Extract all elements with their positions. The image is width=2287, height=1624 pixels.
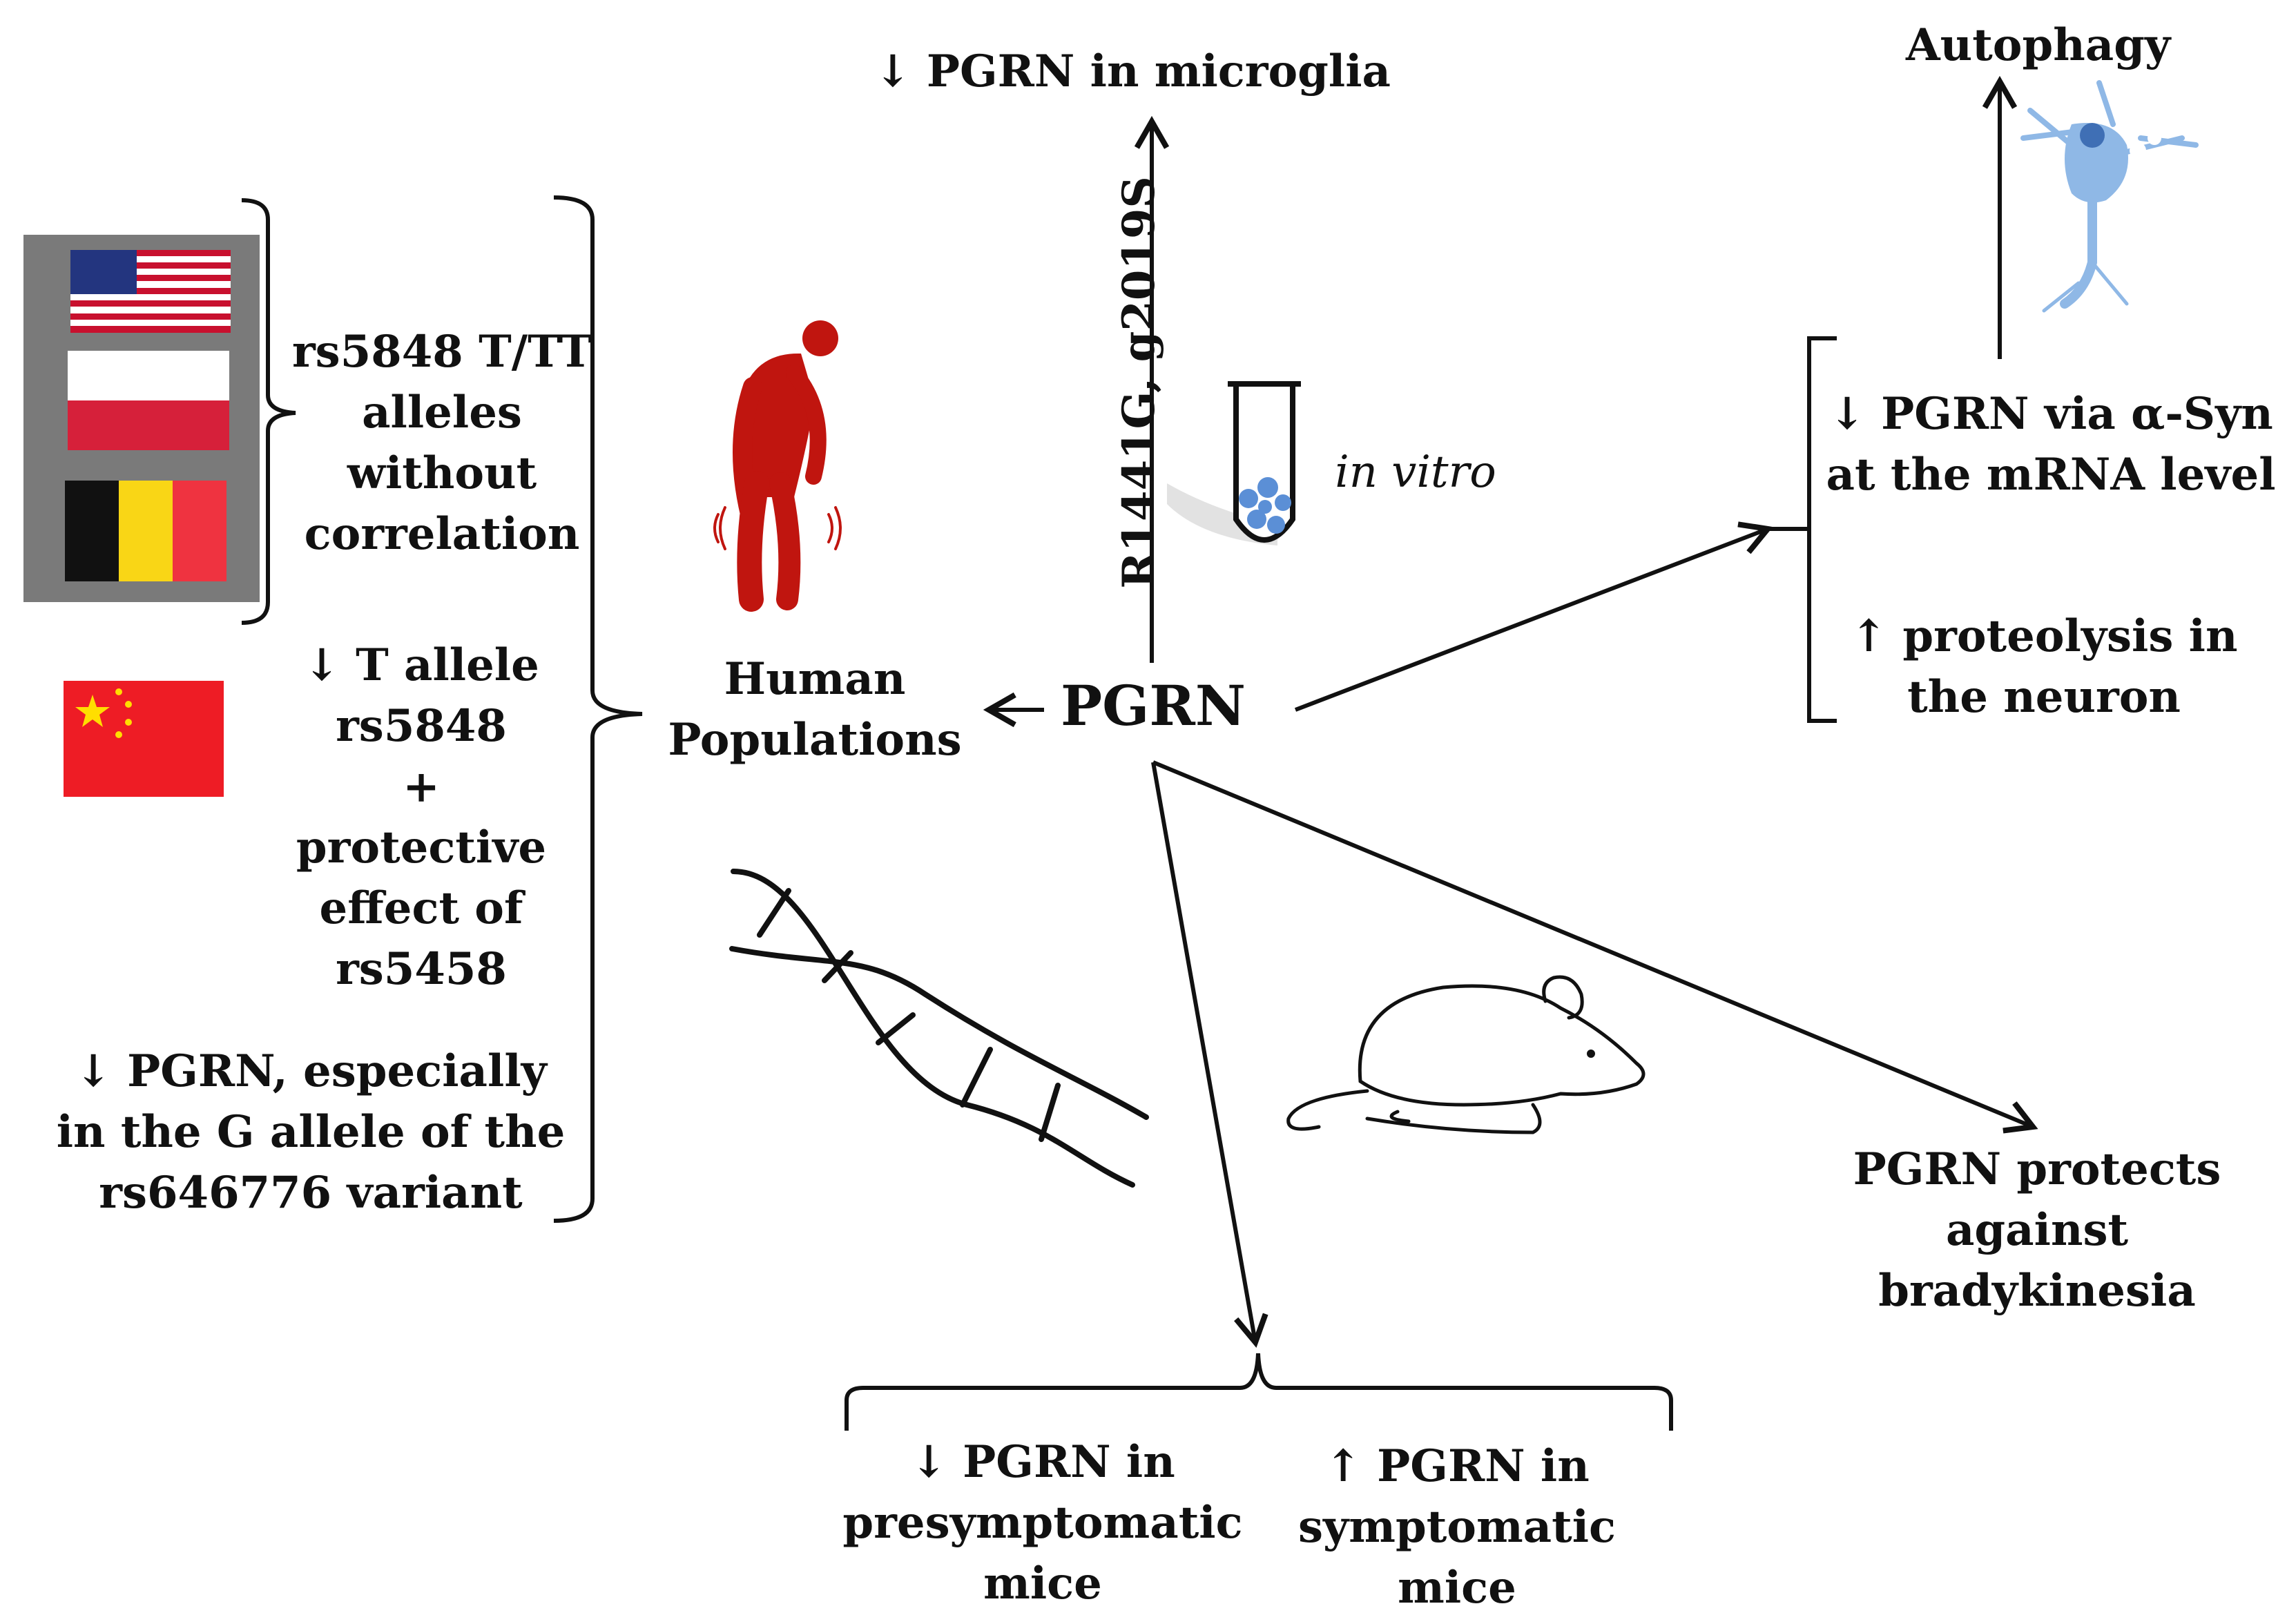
human-figure-icon bbox=[713, 320, 842, 612]
belgium-flag-icon bbox=[65, 481, 226, 581]
bradykinesia-label: PGRN protects against bradykinesia bbox=[1853, 1143, 2221, 1317]
presymptomatic-label: ↓ PGRN in presymptomatic mice bbox=[842, 1436, 1243, 1610]
proteolysis-label: ↑ proteolysis in the neuron bbox=[1850, 610, 2238, 723]
in-vitro-label: in vitro bbox=[1335, 447, 1496, 498]
poland-flag-icon bbox=[68, 351, 229, 450]
arrow-to-mice-brace bbox=[1151, 762, 1268, 1348]
arrow-to-neuron-brace bbox=[1294, 521, 1773, 712]
human-populations-label: Human Populations bbox=[668, 653, 962, 766]
mouse-eye-icon bbox=[1587, 1050, 1595, 1058]
g-allele-label: ↓ PGRN, especially in the G allele of th… bbox=[56, 1045, 566, 1219]
neuron-brace bbox=[1768, 336, 1837, 723]
microglia-result-label: ↓ PGRN in microglia bbox=[874, 46, 1391, 97]
t-allele-label: ↓ T allele rs5848 + protective effect of… bbox=[296, 639, 547, 995]
mouse-icon bbox=[1286, 975, 1646, 1134]
symptomatic-label: ↑ PGRN in symptomatic mice bbox=[1298, 1440, 1616, 1614]
neuron-icon bbox=[2020, 80, 2199, 313]
dna-icon bbox=[729, 869, 1149, 1188]
china-flag-icon bbox=[64, 681, 224, 797]
autophagy-label: Autophagy bbox=[1906, 19, 2171, 71]
arrow-to-bradykinesia bbox=[1152, 760, 2038, 1134]
rs5848-tt-label: rs5848 T/TT alleles without correlation bbox=[291, 326, 592, 560]
usa-flag-icon bbox=[70, 250, 231, 333]
human-populations-brace bbox=[553, 195, 643, 1223]
pgrn-center-label: PGRN bbox=[1060, 673, 1246, 738]
flag-brace bbox=[241, 198, 296, 625]
alpha-syn-label: ↓ PGRN via α-Syn at the mRNA level bbox=[1826, 388, 2276, 501]
test-tube-icon bbox=[1167, 381, 1301, 545]
mutations-label: R1441G, g2019S bbox=[1113, 176, 1165, 589]
mice-brace bbox=[845, 1353, 1673, 1431]
